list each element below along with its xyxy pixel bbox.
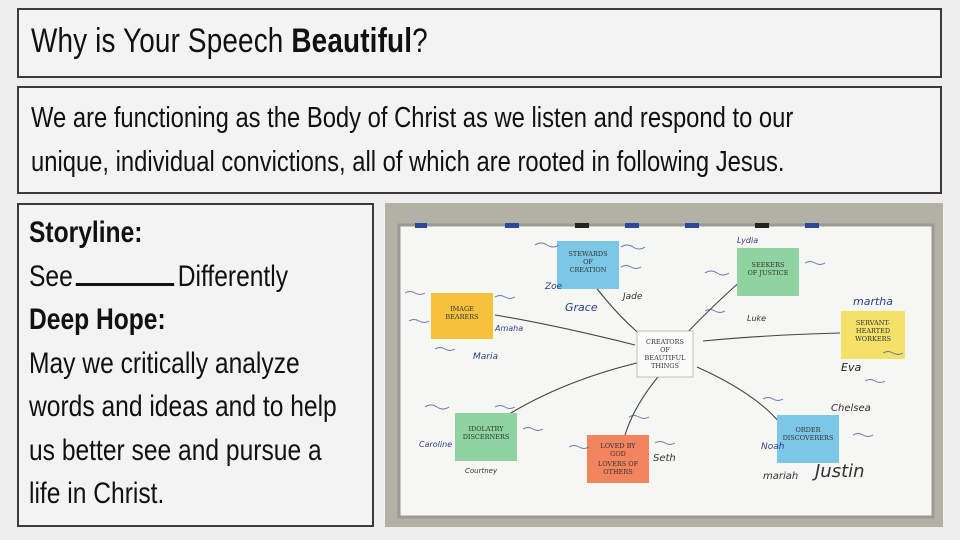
deep-hope-line: May we critically analyze (29, 346, 300, 380)
storyline-heading: Storyline: (29, 216, 143, 249)
svg-text:Eva: Eva (841, 361, 861, 374)
svg-text:Noah: Noah (761, 442, 785, 452)
svg-text:Maria: Maria (473, 352, 498, 362)
svg-text:Grace: Grace (565, 301, 598, 314)
svg-text:Amaha: Amaha (494, 324, 523, 333)
svg-text:CREATORS: CREATORS (646, 338, 684, 346)
sticky-note: SERVANT- HEARTED WORKERS (841, 311, 905, 359)
svg-text:SERVANT-: SERVANT- (856, 319, 890, 327)
svg-text:WORKERS: WORKERS (855, 335, 891, 343)
whiteboard-image: CREATORS OF BEAUTIFUL THINGS STEWARDS OF… (385, 203, 943, 527)
svg-text:Courtney: Courtney (465, 467, 498, 475)
svg-text:Luke: Luke (747, 314, 766, 323)
svg-text:IDOLATRY: IDOLATRY (468, 425, 504, 433)
svg-text:IMAGE: IMAGE (450, 305, 474, 313)
subtitle-text: We are functioning as the Body of Christ… (31, 102, 794, 178)
svg-text:DISCERNERS: DISCERNERS (463, 433, 510, 441)
svg-text:HEARTED: HEARTED (856, 327, 890, 335)
deep-hope-heading: Deep Hope: (29, 303, 166, 336)
svg-text:OF JUSTICE: OF JUSTICE (747, 269, 788, 277)
svg-text:GOD: GOD (610, 450, 626, 458)
svg-text:LOVED BY: LOVED BY (600, 442, 636, 450)
slide-title: Why is Your Speech Beautiful? (31, 22, 428, 60)
deep-hope-line: us better see and pursue a (29, 433, 322, 467)
svg-text:BEARERS: BEARERS (445, 313, 478, 321)
deep-hope-line: life in Christ. (29, 477, 165, 510)
sticky-note: STEWARDS OF CREATION (557, 241, 619, 289)
svg-text:Seth: Seth (653, 453, 676, 464)
svg-text:mariah: mariah (763, 471, 798, 482)
deep-hope-line: words and ideas and to help (29, 390, 337, 423)
svg-text:OF: OF (583, 258, 593, 266)
sticky-note: LOVED BY GOD LOVERS OF OTHERS (587, 435, 649, 483)
title-panel: Why is Your Speech Beautiful? (17, 8, 942, 78)
svg-text:DISCOVERERS: DISCOVERERS (783, 434, 834, 442)
svg-text:martha: martha (853, 295, 893, 308)
svg-text:STEWARDS: STEWARDS (568, 250, 607, 258)
svg-text:SEEKERS: SEEKERS (752, 261, 785, 269)
svg-text:OF: OF (660, 346, 670, 354)
svg-text:Caroline: Caroline (419, 440, 452, 449)
svg-text:Zoe: Zoe (544, 282, 563, 292)
svg-text:Jade: Jade (621, 292, 643, 302)
sticky-note: IMAGE BEARERS (431, 293, 493, 339)
sticky-note: SEEKERS OF JUSTICE (737, 248, 799, 296)
subtitle-panel: We are functioning as the Body of Christ… (17, 86, 942, 194)
svg-text:Chelsea: Chelsea (831, 403, 871, 414)
center-note: CREATORS OF BEAUTIFUL THINGS (636, 330, 694, 378)
svg-text:BEAUTIFUL: BEAUTIFUL (645, 354, 687, 362)
svg-text:Justin: Justin (812, 461, 865, 482)
svg-text:LOVERS OF: LOVERS OF (598, 460, 639, 468)
svg-text:OTHERS: OTHERS (603, 468, 632, 476)
svg-text:THINGS: THINGS (651, 362, 679, 370)
svg-text:ORDER: ORDER (795, 426, 821, 434)
sticky-note: ORDER DISCOVERERS (777, 415, 839, 463)
whiteboard-photo: CREATORS OF BEAUTIFUL THINGS STEWARDS OF… (385, 203, 943, 527)
svg-text:CREATION: CREATION (570, 266, 607, 274)
fill-in-blank (76, 257, 175, 286)
sticky-note: IDOLATRY DISCERNERS (455, 413, 517, 461)
svg-text:Lydia: Lydia (737, 236, 758, 245)
